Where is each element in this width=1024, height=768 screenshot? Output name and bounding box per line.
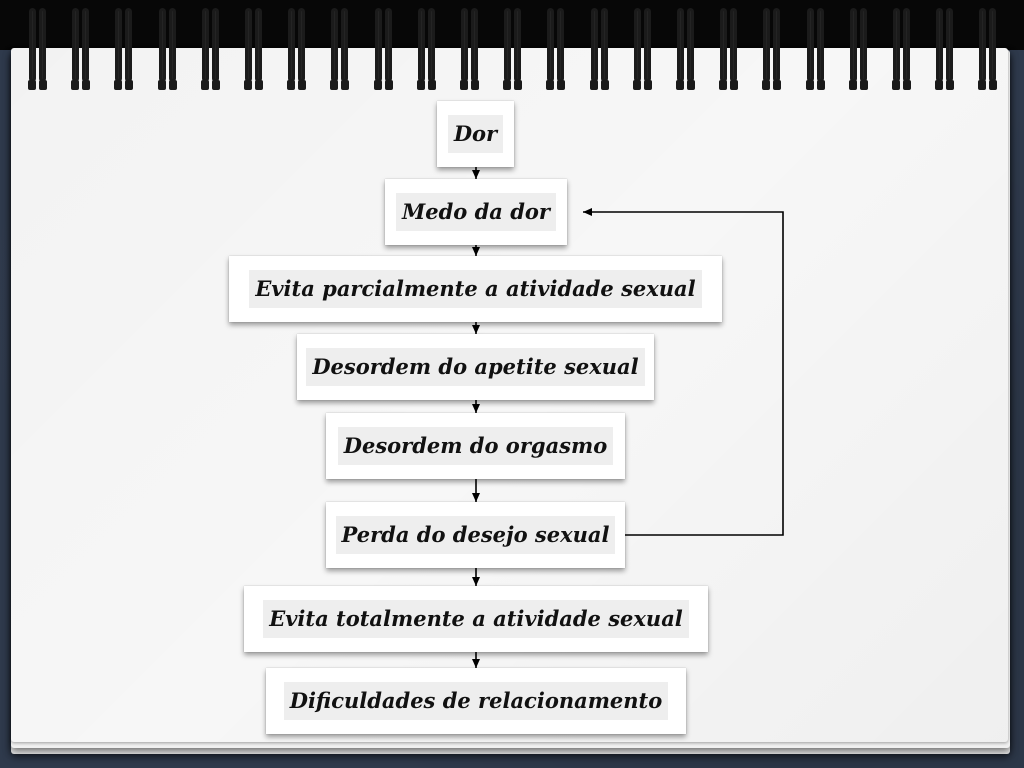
binding-ring	[762, 8, 782, 90]
binding-ring	[806, 8, 826, 90]
binding-ring	[330, 8, 350, 90]
node-desordem-orgasmo: Desordem do orgasmo	[326, 413, 625, 479]
node-perda-desejo: Perda do desejo sexual	[326, 502, 625, 568]
binding-ring	[892, 8, 912, 90]
binding-ring	[201, 8, 221, 90]
node-label: Perda do desejo sexual	[335, 516, 616, 554]
node-label: Evita parcialmente a atividade sexual	[249, 270, 702, 308]
node-evita-totalmente: Evita totalmente a atividade sexual	[244, 586, 708, 652]
node-label: Dor	[447, 115, 504, 153]
binding-ring	[633, 8, 653, 90]
node-dor: Dor	[437, 101, 514, 167]
binding-ring	[28, 8, 48, 90]
binding-ring	[978, 8, 998, 90]
node-label: Dificuldades de relacionamento	[283, 682, 669, 720]
node-desordem-apetite: Desordem do apetite sexual	[297, 334, 654, 400]
node-label: Desordem do apetite sexual	[306, 348, 645, 386]
binding-ring	[546, 8, 566, 90]
binding-ring	[158, 8, 178, 90]
node-dificuldades: Dificuldades de relacionamento	[266, 668, 686, 734]
node-label: Desordem do orgasmo	[337, 427, 614, 465]
node-evita-parcialmente: Evita parcialmente a atividade sexual	[229, 256, 722, 322]
binding-ring	[114, 8, 134, 90]
edge-perda-desejo-to-medo	[583, 208, 784, 536]
binding-ring	[590, 8, 610, 90]
node-medo-da-dor: Medo da dor	[385, 179, 567, 245]
binding-ring	[287, 8, 307, 90]
binding-ring	[935, 8, 955, 90]
binding-ring	[676, 8, 696, 90]
binding-ring	[71, 8, 91, 90]
binding-ring	[460, 8, 480, 90]
binding-ring	[503, 8, 523, 90]
binding-ring	[417, 8, 437, 90]
node-label: Medo da dor	[396, 193, 556, 231]
binding-ring	[849, 8, 869, 90]
binding-ring	[719, 8, 739, 90]
node-label: Evita totalmente a atividade sexual	[263, 600, 689, 638]
binding-ring	[244, 8, 264, 90]
binding-ring	[374, 8, 394, 90]
